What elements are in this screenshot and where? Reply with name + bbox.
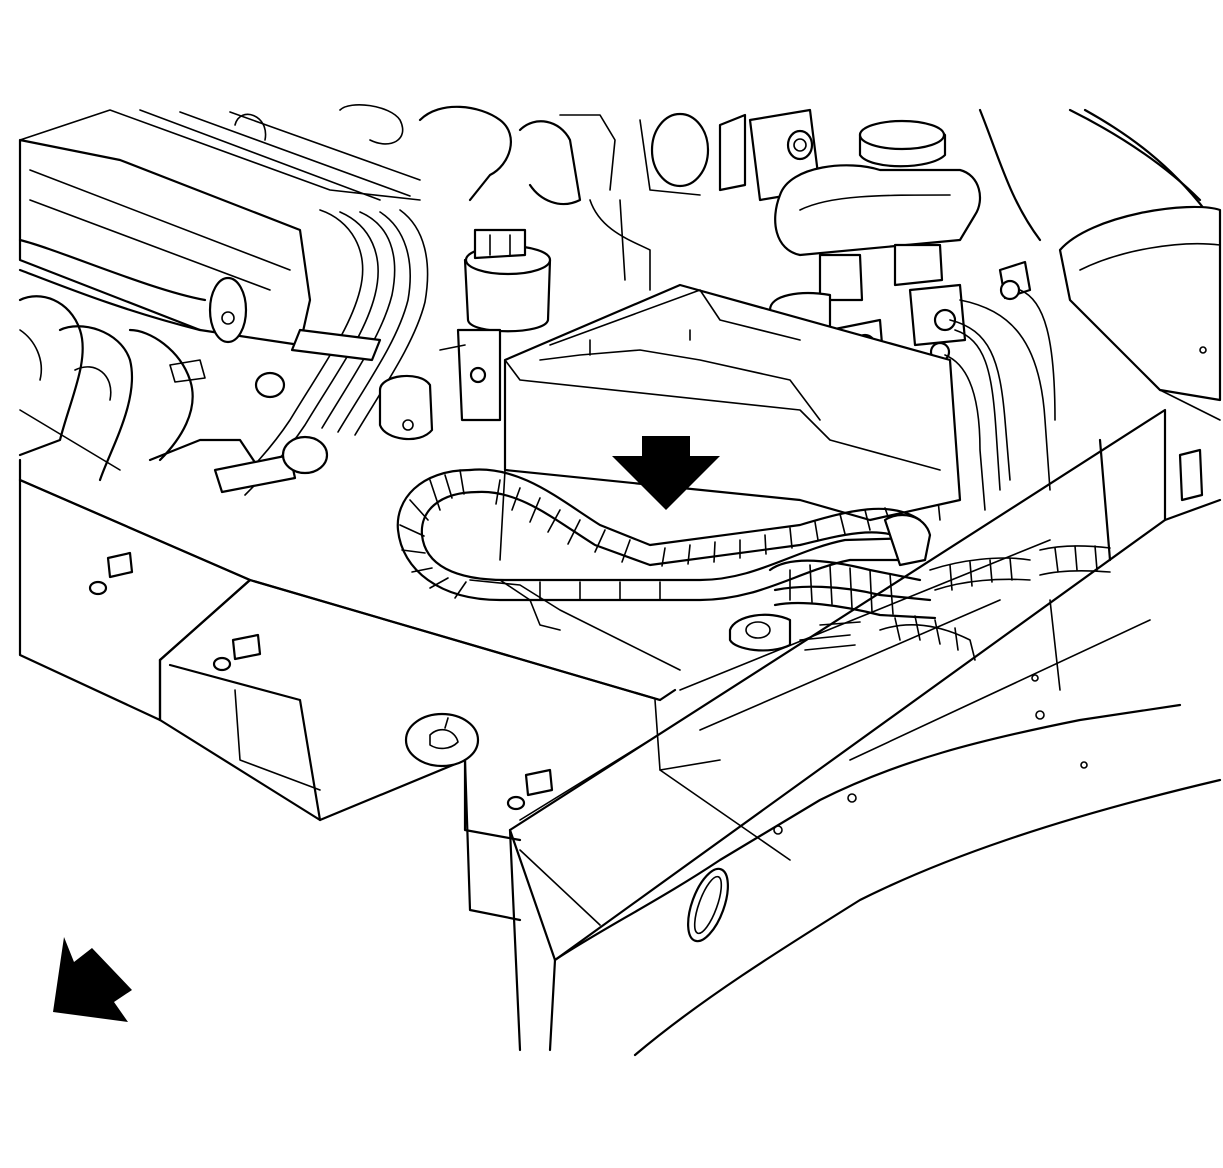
harness-rail-section: [799, 545, 1111, 661]
egr-valve: [378, 228, 552, 441]
engine-block: [18, 295, 262, 482]
valve-cover: [18, 104, 421, 347]
frame-rail: [508, 408, 1222, 1057]
arrow-front-icon: [53, 937, 132, 1022]
radiator-support: [18, 458, 681, 922]
arrow-down-icon: [612, 436, 720, 510]
fender-strut-tower: [978, 108, 1222, 502]
wiring-loom: [213, 209, 429, 496]
upper-components: [418, 105, 822, 291]
